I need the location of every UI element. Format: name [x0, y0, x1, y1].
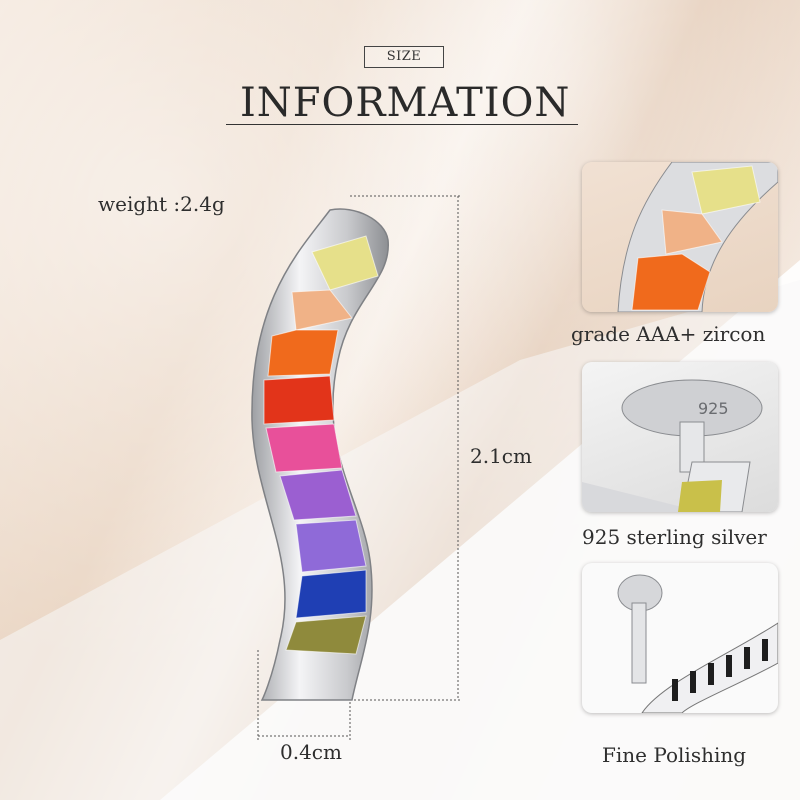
svg-text:925: 925: [698, 399, 729, 418]
page-title: INFORMATION: [240, 80, 571, 126]
zircon-detail-thumbnail: [582, 162, 778, 312]
silver-caption: 925 sterling silver: [582, 525, 767, 549]
polishing-closeup-image: [617, 574, 778, 713]
stone-6: [279, 469, 357, 521]
zircon-caption: grade AAA+ zircon: [571, 322, 766, 346]
stone-row: [263, 235, 379, 655]
stone-9: [285, 615, 367, 655]
width-label: 0.4cm: [280, 740, 342, 764]
stone-7: [295, 519, 367, 573]
weight-label: weight :2.4g: [98, 192, 225, 216]
stone-2: [291, 289, 353, 331]
stone-8: [295, 569, 367, 619]
size-tag: SIZE: [364, 46, 444, 68]
zircon-closeup-image: [617, 162, 778, 312]
silver-closeup-image: 925: [582, 379, 763, 512]
polishing-detail-thumbnail: [582, 563, 778, 713]
stone-1: [311, 235, 379, 291]
silver-detail-thumbnail: 925: [582, 362, 778, 512]
height-label: 2.1cm: [470, 444, 532, 468]
polishing-caption: Fine Polishing: [602, 743, 747, 767]
stone-4: [263, 375, 335, 425]
stone-5: [265, 423, 343, 473]
stone-3: [267, 329, 339, 377]
title-underline: [226, 124, 578, 125]
